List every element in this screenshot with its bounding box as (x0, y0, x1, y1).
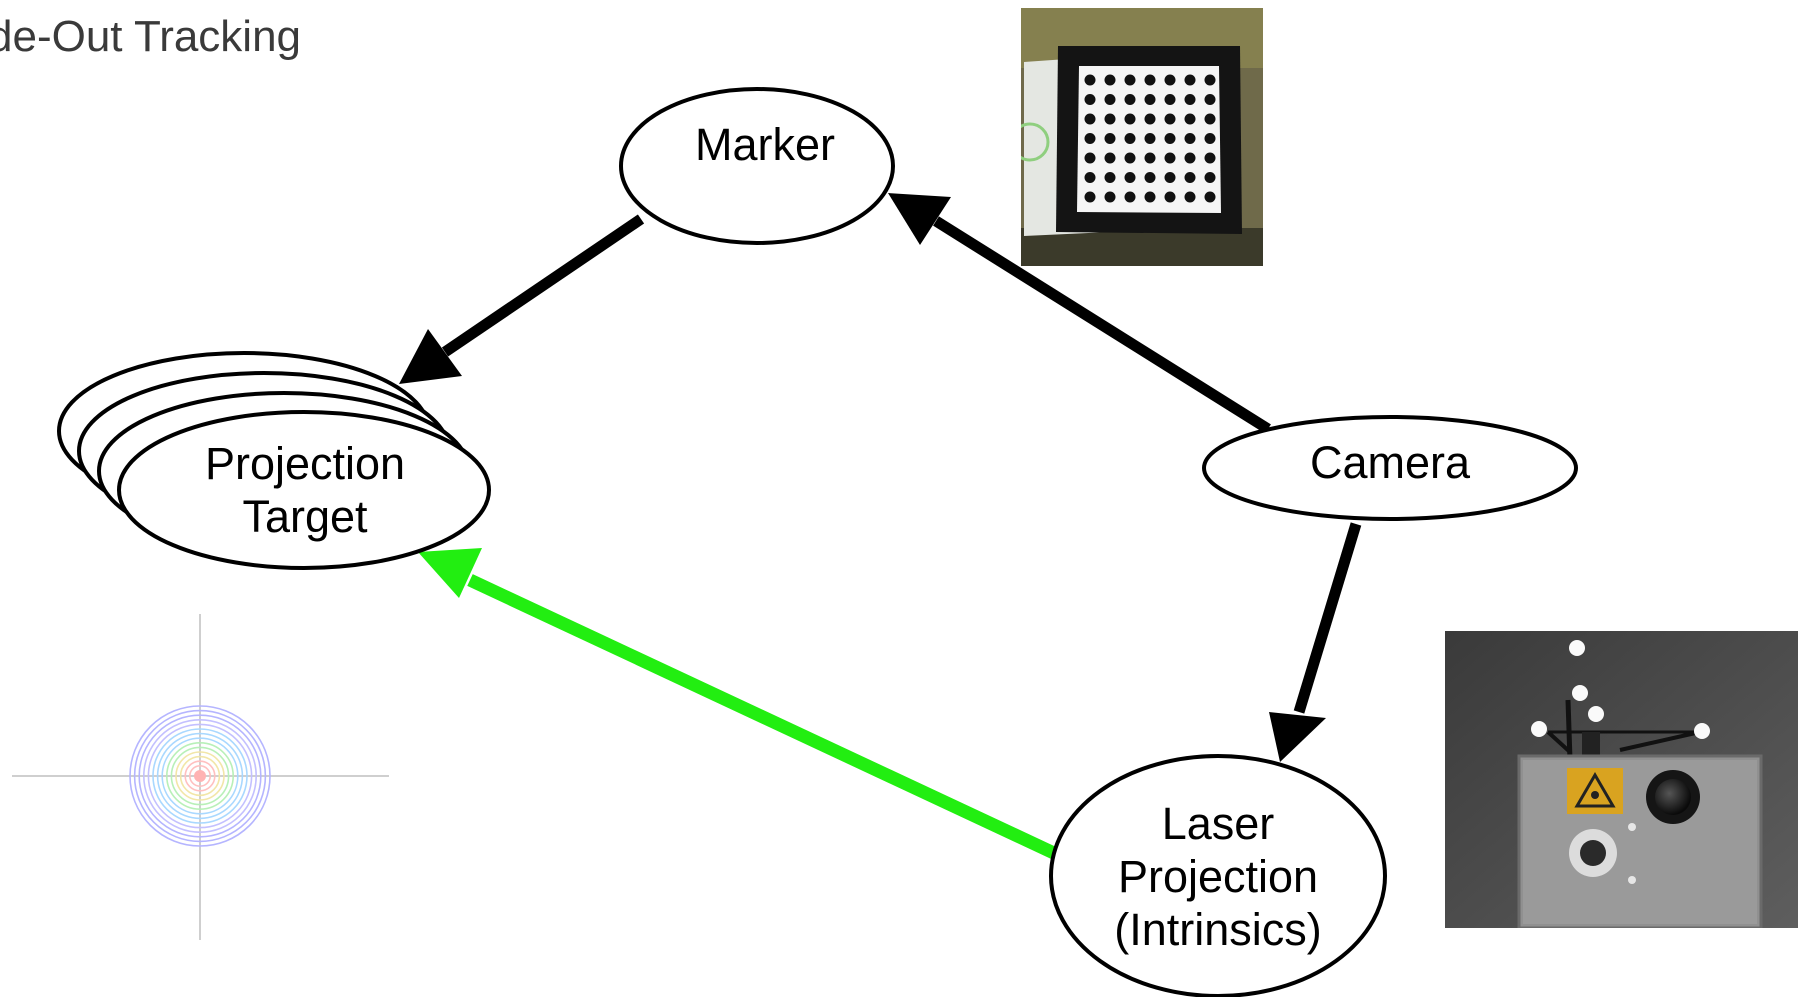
target-ring (147, 723, 253, 829)
marker-dot (1144, 74, 1156, 86)
projection-target-node: Projection Target (57, 351, 491, 570)
marker-dot (1204, 113, 1216, 125)
target-ring (161, 737, 239, 815)
page-title: de-Out Tracking (0, 12, 302, 61)
marker-node: Marker (619, 87, 895, 245)
marker-dot (1124, 172, 1136, 183)
marker-dot (1164, 133, 1176, 144)
marker-dot (1144, 172, 1156, 183)
target-ring (133, 709, 267, 843)
target-ring (156, 732, 244, 820)
marker-dot (1104, 191, 1116, 203)
projection-target-label-line1: Projection (205, 438, 405, 489)
projection-target-label-line2: Target (242, 491, 368, 542)
target-ring (184, 760, 216, 792)
target-ring (170, 746, 230, 806)
marker-dot (1184, 94, 1196, 105)
target-center (194, 770, 206, 782)
marker-dot (1084, 133, 1096, 144)
marker-dot (1104, 74, 1116, 86)
marker-dot (1084, 191, 1096, 203)
marker-dot (1204, 191, 1216, 203)
marker-dot (1164, 74, 1176, 86)
laser-label-line3: (Intrinsics) (1114, 904, 1322, 955)
marker-dot (1184, 152, 1196, 164)
target-ring (129, 705, 271, 847)
marker-board-photo (1021, 8, 1263, 266)
marker-dot (1164, 94, 1176, 105)
marker-dot (1124, 74, 1136, 86)
marker-dot (1144, 133, 1156, 144)
marker-dot (1204, 172, 1216, 183)
target-ring (166, 741, 235, 810)
target-ring (175, 751, 225, 801)
marker-dot (1164, 152, 1176, 164)
marker-dot (1184, 172, 1196, 183)
marker-dot (1104, 113, 1116, 125)
edge-camera-to-laser (1269, 522, 1362, 762)
marker-dot (1144, 152, 1156, 164)
marker-dot (1184, 191, 1196, 203)
target-ring (179, 755, 221, 797)
marker-dot (1124, 191, 1136, 203)
marker-dot (1104, 172, 1116, 183)
marker-dot (1164, 172, 1176, 183)
laser-label-line1: Laser (1162, 798, 1275, 849)
marker-dot (1184, 133, 1196, 144)
marker-dot (1084, 113, 1096, 125)
laser-projection-node: Laser Projection (Intrinsics) (1049, 754, 1387, 997)
camera-node: Camera (1202, 415, 1578, 521)
target-ring (138, 714, 262, 838)
marker-dot (1124, 94, 1136, 105)
marker-dot (1204, 74, 1216, 86)
marker-dot (1184, 74, 1196, 86)
laser-label-line2: Projection (1118, 851, 1318, 902)
marker-dot (1084, 94, 1096, 105)
target-ring (189, 764, 212, 787)
marker-dot (1124, 113, 1136, 125)
camera-label: Camera (1310, 437, 1471, 488)
marker-label: Marker (695, 119, 835, 170)
marker-dot (1204, 152, 1216, 164)
marker-dot (1104, 133, 1116, 144)
marker-dot (1164, 191, 1176, 203)
marker-dot (1124, 152, 1136, 164)
target-ring (143, 718, 258, 833)
marker-dot (1124, 133, 1136, 144)
marker-dot (1204, 94, 1216, 105)
crosshair-target-icon (12, 614, 389, 940)
marker-dot (1184, 113, 1196, 125)
marker-dot (1144, 94, 1156, 105)
marker-dot (1204, 133, 1216, 144)
marker-dot (1104, 94, 1116, 105)
marker-dot (1104, 152, 1116, 164)
marker-dot (1164, 113, 1176, 125)
marker-dot (1084, 152, 1096, 164)
laser-projector-photo (1445, 631, 1798, 928)
edge-camera-to-marker (888, 193, 1271, 434)
marker-dot (1084, 74, 1096, 86)
marker-dot (1144, 113, 1156, 125)
edge-marker-to-target (399, 214, 645, 384)
target-ring (152, 728, 248, 824)
marker-dot (1084, 172, 1096, 183)
marker-dot (1144, 191, 1156, 203)
edge-laser-to-target (418, 548, 1061, 861)
